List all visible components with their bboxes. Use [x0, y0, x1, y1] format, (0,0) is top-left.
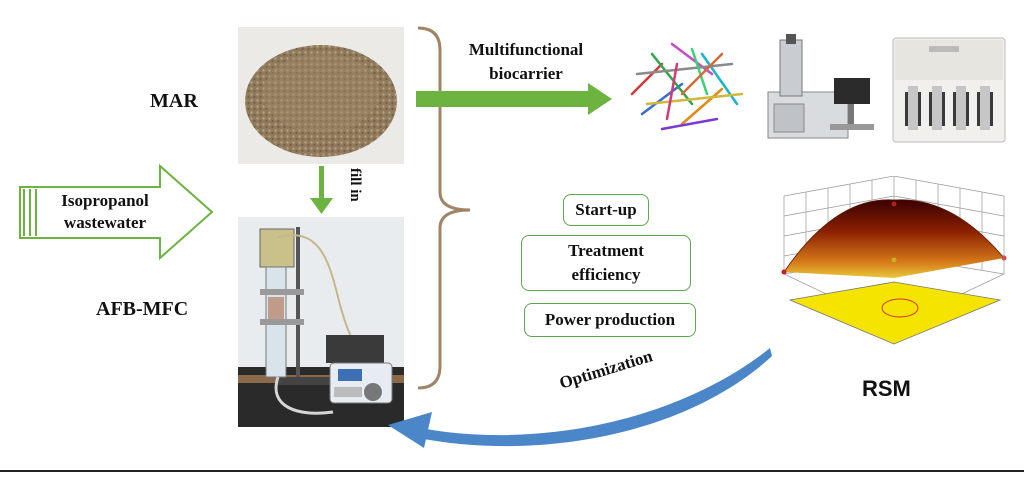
mar-label: MAR	[150, 90, 198, 112]
grouping-brace	[417, 26, 471, 390]
treatment-line1: Treatment	[568, 241, 644, 260]
power-production-label: Power production	[544, 310, 676, 329]
rsm-surface-plot	[781, 176, 1007, 345]
isopropanol-line1: Isopropanol	[61, 191, 149, 210]
treatment-line2: efficiency	[571, 265, 641, 284]
isopropanol-label: Isopropanol wastewater	[46, 190, 164, 234]
sem-instrument-image	[760, 30, 878, 148]
multifunctional-line1: Multifunctional	[468, 40, 584, 59]
molecular-structure-image	[630, 42, 744, 131]
startup-box: Start-up	[563, 194, 649, 226]
multifunctional-biocarrier-label: Multifunctional biocarrier	[448, 38, 604, 86]
bet-analyzer-image	[892, 37, 1006, 143]
bottom-rule	[0, 470, 1024, 472]
mar-photo	[238, 27, 404, 164]
afb-mfc-label: AFB-MFC	[96, 298, 189, 320]
rsm-label: RSM	[862, 376, 911, 401]
optimization-arrow	[388, 348, 772, 448]
fill-in-label: fill in	[347, 168, 363, 202]
afb-mfc-photo	[238, 217, 404, 427]
fill-in-arrow	[310, 166, 333, 214]
biocarrier-arrow	[416, 83, 612, 115]
power-production-box: Power production	[524, 303, 696, 337]
startup-label: Start-up	[575, 200, 637, 219]
treatment-efficiency-box: Treatment efficiency	[521, 235, 691, 291]
isopropanol-line2: wastewater	[63, 213, 147, 232]
multifunctional-line2: biocarrier	[489, 64, 563, 83]
isopropanol-input-arrow	[19, 163, 214, 261]
